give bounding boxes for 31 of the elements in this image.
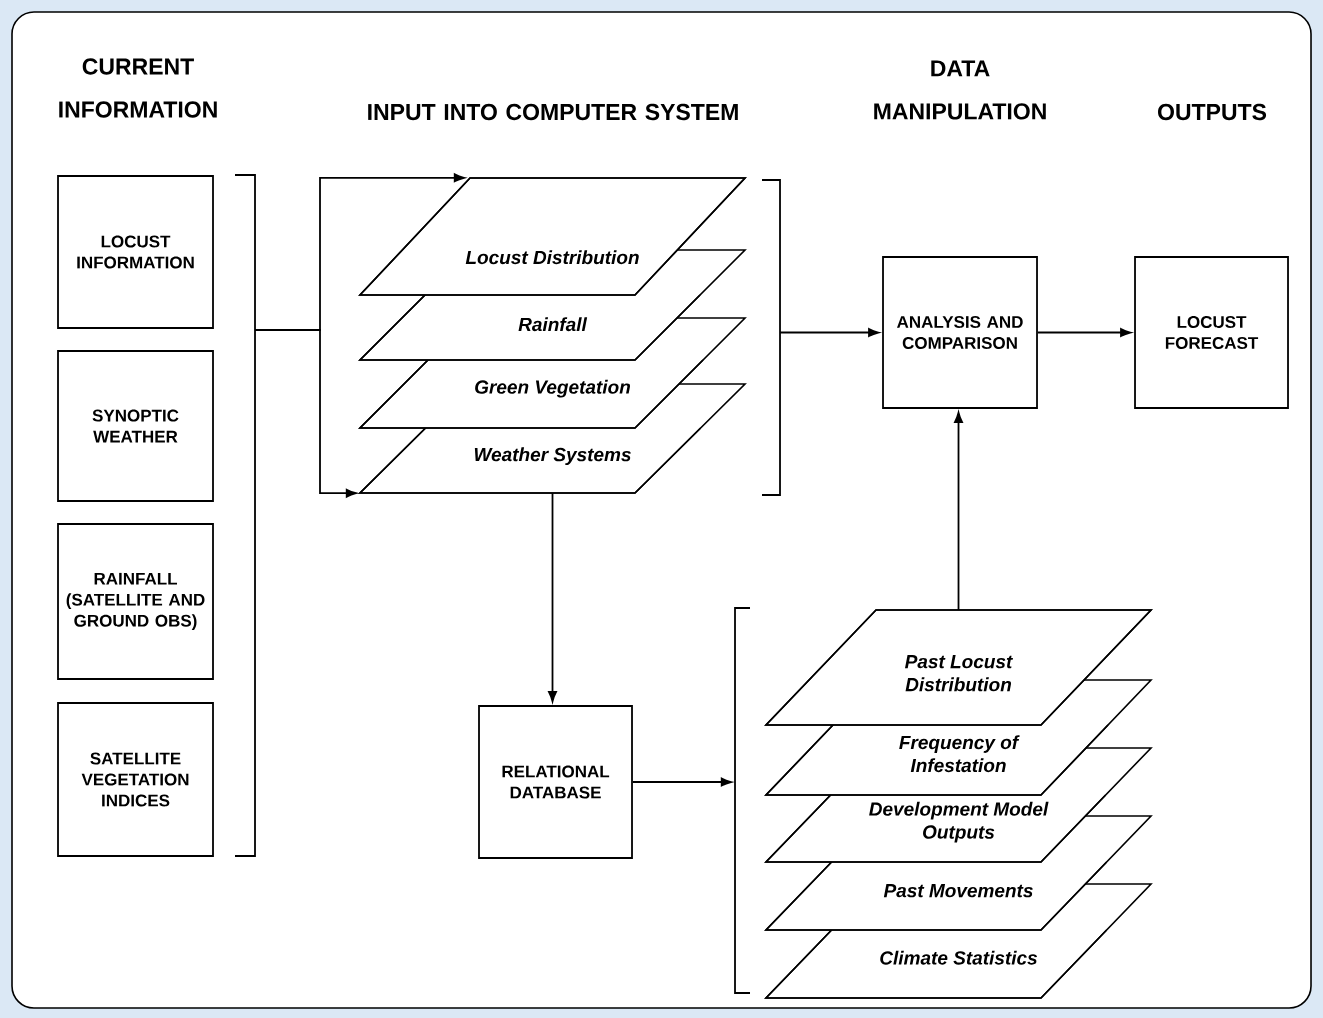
node-text: Locust Distribution <box>465 250 639 265</box>
column-heading: OUTPUTS <box>1158 103 1267 121</box>
bracket <box>761 179 781 496</box>
data-layer: Past Locust Distribution <box>764 609 1153 726</box>
process-box: SYNOPTIC WEATHER <box>57 350 214 502</box>
process-box: LOCUST INFORMATION <box>57 175 214 329</box>
column-heading: INPUT INTO COMPUTER SYSTEM <box>368 103 738 121</box>
bracket <box>234 174 256 857</box>
arrow <box>1037 328 1132 337</box>
arrow <box>548 492 557 703</box>
node-text: Weather Systems <box>474 447 631 466</box>
column-heading: DATA MANIPULATION <box>874 60 1046 120</box>
column-heading: CURRENT INFORMATION <box>59 58 217 118</box>
process-box: SATELLITE VEGETATION INDICES <box>57 702 214 857</box>
node-text: Green Vegetation <box>475 379 631 398</box>
node-text: Past Locust Distribution <box>904 655 1013 692</box>
node-text: Development Model Outputs <box>869 801 1049 843</box>
data-layer: Locust Distribution <box>358 177 747 296</box>
node-text: Past Movements <box>883 884 1033 898</box>
process-box: ANALYSIS AND COMPARISON <box>882 256 1038 409</box>
node-text: Rainfall <box>518 317 588 332</box>
process-box: RELATIONAL DATABASE <box>478 705 633 859</box>
process-box: RAINFALL (SATELLITE AND GROUND OBS) <box>57 523 214 680</box>
arrow <box>254 329 357 498</box>
arrow <box>779 328 880 337</box>
node-text: Frequency of Infestation <box>899 735 1020 773</box>
arrow <box>954 411 963 611</box>
arrow <box>632 777 732 787</box>
bracket <box>734 607 751 994</box>
process-box: LOCUST FORECAST <box>1134 256 1289 409</box>
node-text: Climate Statistics <box>880 950 1038 965</box>
